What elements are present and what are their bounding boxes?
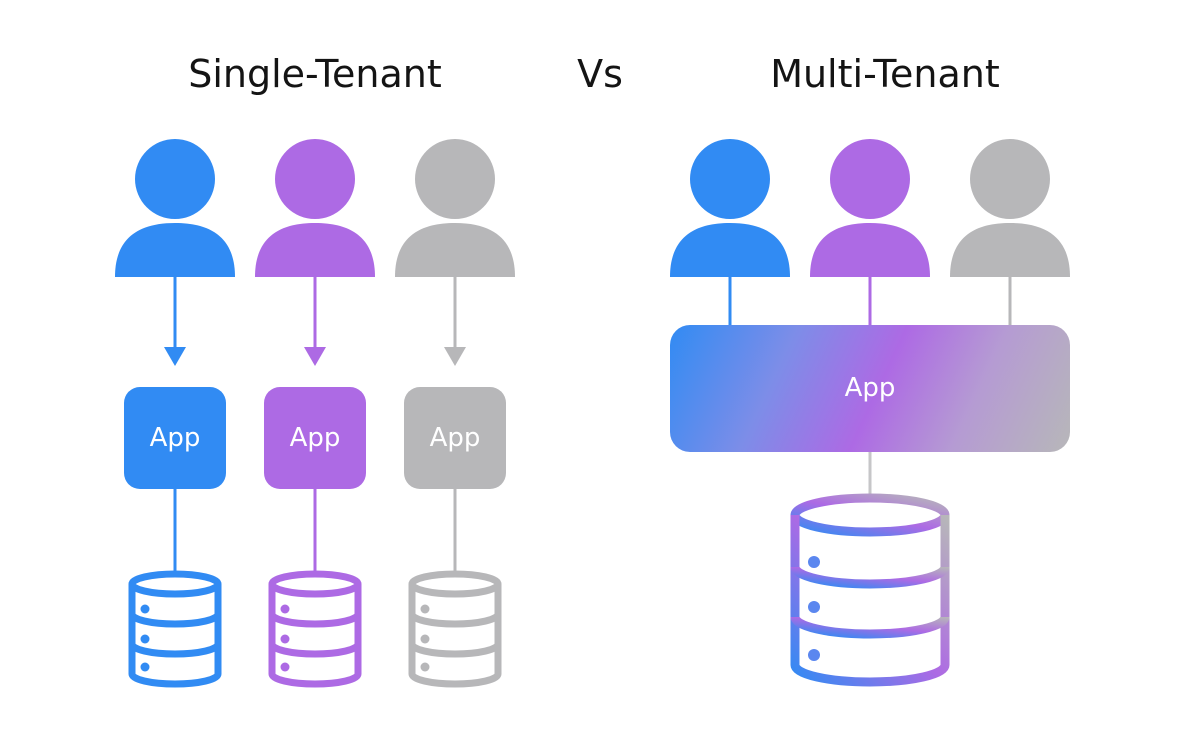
vs-heading: Vs [577,52,623,96]
arrow-down-icon [444,277,466,366]
database-icon [790,493,950,687]
single-tenant-heading: Single-Tenant [188,52,442,96]
user-icon [115,139,235,277]
user-icon [255,139,375,277]
database-icon [272,574,358,684]
user-icon [950,139,1070,277]
app-box-blue: App [124,387,226,489]
database-icon [132,574,218,684]
user-icon [670,139,790,277]
arrow-down-icon [164,277,186,366]
shared-app-box: App [670,325,1070,452]
app-box-purple: App [264,387,366,489]
database-icon [412,574,498,684]
user-icon [810,139,930,277]
user-icon [395,139,515,277]
arrow-down-icon [304,277,326,366]
multi-tenant-heading: Multi-Tenant [770,52,1000,96]
app-box-gray: App [404,387,506,489]
